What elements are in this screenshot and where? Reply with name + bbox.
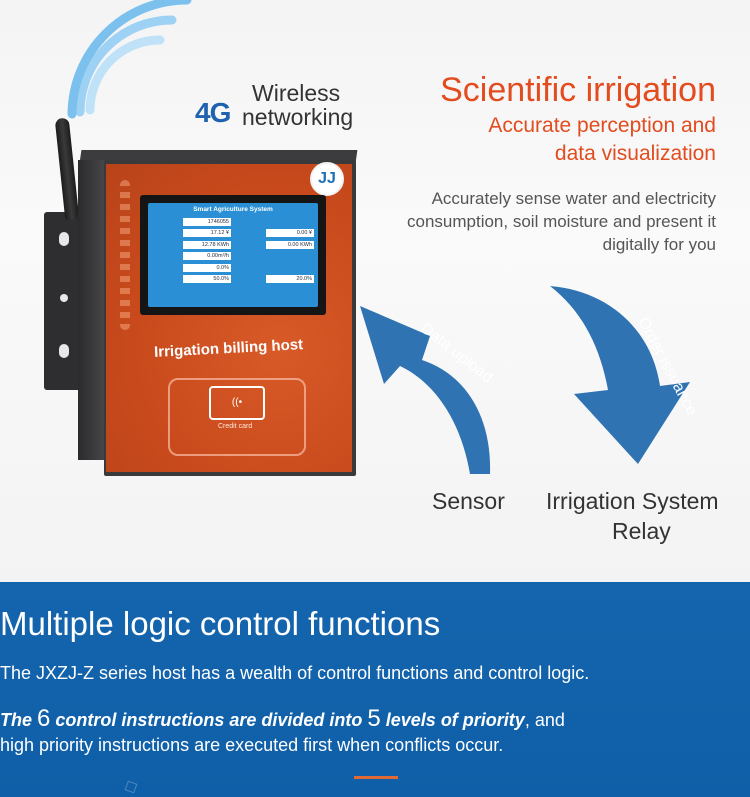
4g-badge: 4G [195,97,231,128]
irrigation-system-label: Irrigation System [546,488,719,514]
wall-bracket [44,212,84,390]
screen-value: 12.78 KWh [183,240,231,249]
device-screen: Smart Agriculture System 1746055 17.12 ¥… [148,203,318,307]
networking-label: networking [242,104,354,130]
screen-value: 17.12 ¥ [183,229,231,238]
card-label: Credit card [218,423,253,430]
device-side [78,160,108,460]
screen-left-column: 1746055 17.12 ¥ 12.78 KWh 0.00m³/h 0.0% … [152,216,231,285]
brand-logo: JJ [310,162,344,196]
flow-arrows: Data upload Order issuance [360,286,700,474]
section-description: Accurately sense water and electricity c… [407,189,716,254]
screen-value: 0.00m³/h [183,252,231,261]
functions-line1: The JXZJ-Z series host has a wealth of c… [0,663,590,683]
antenna [54,117,80,221]
section-subtitle-line2: data visualization [554,142,716,165]
instruction-count: 6 [37,705,51,732]
functions-line2: The 6 control instructions are divided i… [0,705,750,733]
screen-value: 1746055 [183,217,231,226]
priority-tail: , and [524,710,565,730]
wifi-signal-icon [67,0,192,119]
screen-value: 0.00 ¥ [266,229,314,238]
screen-value: 20.0% [266,275,314,284]
section-title: Scientific irrigation [440,71,716,109]
sensor-label: Sensor [432,488,505,514]
priority-level-count: 5 [367,705,381,732]
priority-prefix: The [0,710,38,730]
hero-section: Wireless 4G networking Scientific irriga… [0,0,750,582]
screen-title: Smart Agriculture System [193,206,273,213]
card-reader-area [168,378,306,456]
section-subtitle-line1: Accurate perception and [488,114,716,137]
priority-mid: control instructions are divided into [50,710,368,730]
functions-section [0,582,750,797]
section-divider [354,776,398,779]
screen-right-column: 0.00 ¥ 0.00 KWh 20.0% [235,216,314,285]
screen-value: 50.0% [183,275,231,284]
functions-line3: high priority instructions are executed … [0,735,504,755]
wireless-label: Wireless [252,80,341,106]
order-arrow-icon [550,286,690,464]
contactless-card-icon: ((• [209,386,265,420]
wheat-decoration-icon [120,180,130,330]
relay-label: Relay [612,518,671,544]
upload-arrow-icon [360,306,491,474]
priority-suffix: levels of priority [380,710,525,730]
functions-title: Multiple logic control functions [0,605,441,642]
screen-value: 0.00 KWh [266,240,314,249]
screen-value: 0.0% [183,263,231,272]
